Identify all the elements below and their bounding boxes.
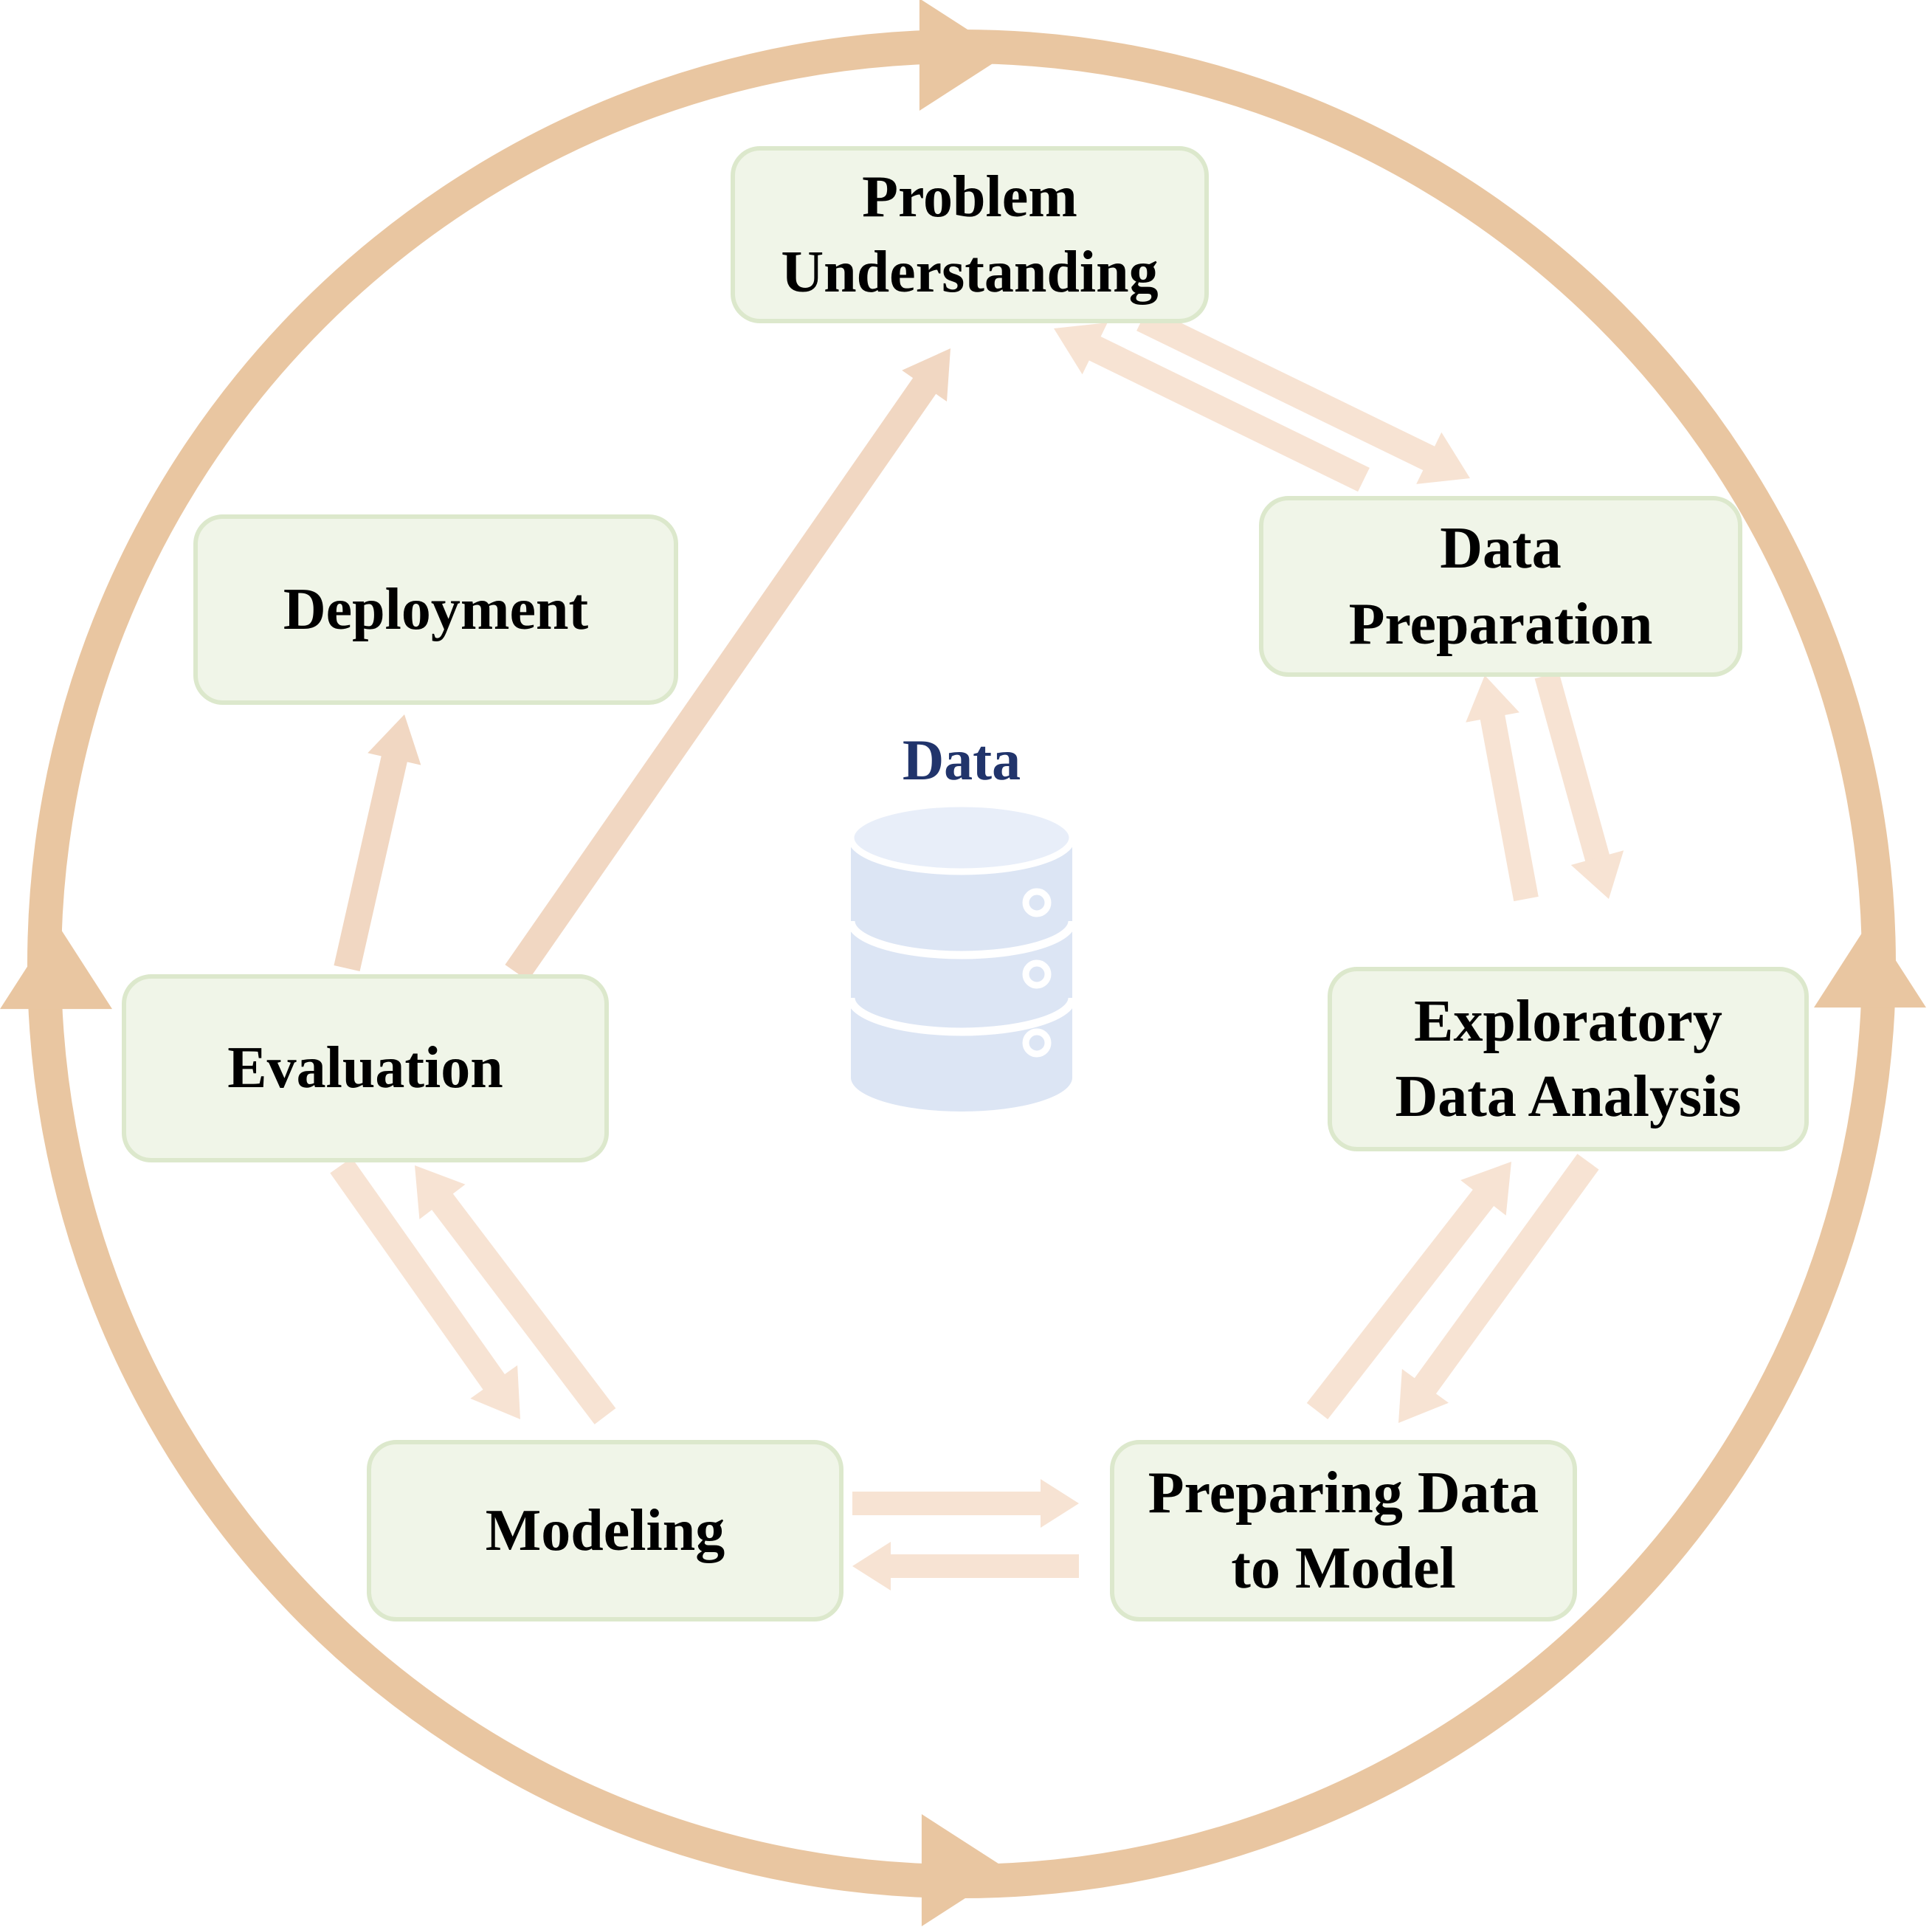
node-preparing-data-to-model: Preparing Data to Model	[1110, 1440, 1577, 1621]
arrow-head	[1041, 1479, 1079, 1528]
db-separator-2	[846, 997, 1077, 1036]
arrow-shaft	[1413, 1154, 1599, 1395]
node-evaluation: Evaluation	[122, 974, 609, 1162]
ring-arrowhead-right	[1814, 920, 1926, 1008]
arrow-data-preparation-to-exploratory-data-analysis	[1534, 672, 1624, 899]
arrow-head	[1466, 675, 1519, 723]
node-modeling: Modeling	[367, 1440, 843, 1621]
node-deployment: Deployment	[193, 514, 678, 705]
edge-arrows	[330, 306, 1624, 1590]
arrow-shaft	[1534, 672, 1610, 863]
database-icon	[846, 800, 1077, 1112]
node-label-evaluation: Evaluation	[227, 1035, 503, 1101]
ring-arrowhead-left	[0, 922, 112, 1010]
arrow-exploratory-data-analysis-to-preparing-data-to-model	[1398, 1154, 1599, 1423]
node-label-problem-understanding: Problem Understanding	[781, 164, 1159, 305]
node-label-deployment: Deployment	[283, 576, 589, 642]
arrow-modeling-to-evaluation	[415, 1165, 616, 1424]
arrow-shaft	[1088, 336, 1370, 492]
node-label-exploratory-data-analysis: Exploratory Data Analysis	[1395, 988, 1742, 1129]
arrow-exploratory-data-analysis-to-data-preparation	[1466, 675, 1539, 902]
arrow-head	[415, 1165, 466, 1219]
arrow-head	[1416, 432, 1470, 484]
node-data-preparation: Data Preparation	[1259, 496, 1742, 677]
arrow-head	[1398, 1368, 1449, 1423]
arrow-shaft	[430, 1192, 616, 1424]
arrow-head	[852, 1542, 891, 1590]
arrow-head	[902, 348, 951, 401]
arrow-head	[470, 1365, 520, 1419]
center-data-label: Data	[902, 728, 1021, 792]
arrow-head	[1054, 323, 1108, 375]
arrow-shaft	[330, 1157, 506, 1391]
arrow-shaft	[1306, 1188, 1495, 1420]
arrow-head	[368, 714, 421, 765]
arrow-modeling-to-preparing-data-to-model	[852, 1479, 1079, 1528]
arrow-shaft	[1136, 306, 1436, 471]
node-label-data-preparation: Data Preparation	[1348, 516, 1653, 657]
db-dot-3	[1022, 1028, 1052, 1058]
db-dot-1	[1022, 888, 1052, 917]
arrow-evaluation-to-deployment	[334, 714, 421, 971]
arrow-evaluation-to-problem-understanding	[505, 348, 951, 981]
arrow-shaft	[1480, 714, 1539, 902]
db-dot-2	[1022, 959, 1052, 989]
arrow-shaft	[334, 754, 408, 971]
arrow-preparing-data-to-model-to-exploratory-data-analysis	[1306, 1162, 1511, 1420]
arrow-head	[1460, 1162, 1511, 1216]
arrow-head	[1570, 850, 1624, 899]
ring-arrowhead-top	[919, 0, 1007, 111]
arrow-data-preparation-to-problem-understanding	[1054, 323, 1370, 492]
db-top-cap	[847, 800, 1076, 875]
node-label-modeling: Modeling	[485, 1498, 725, 1563]
db-separator-1	[846, 920, 1077, 959]
node-problem-understanding: Problem Understanding	[731, 146, 1209, 323]
arrow-evaluation-to-modeling	[330, 1157, 520, 1419]
node-exploratory-data-analysis: Exploratory Data Analysis	[1328, 967, 1809, 1151]
node-label-preparing-data-to-model: Preparing Data to Model	[1148, 1460, 1539, 1601]
arrow-shaft	[505, 376, 937, 981]
arrow-problem-understanding-to-data-preparation	[1136, 306, 1470, 484]
arrow-preparing-data-to-model-to-modeling	[852, 1542, 1079, 1590]
ring-arrowhead-bottom	[921, 1814, 1009, 1926]
